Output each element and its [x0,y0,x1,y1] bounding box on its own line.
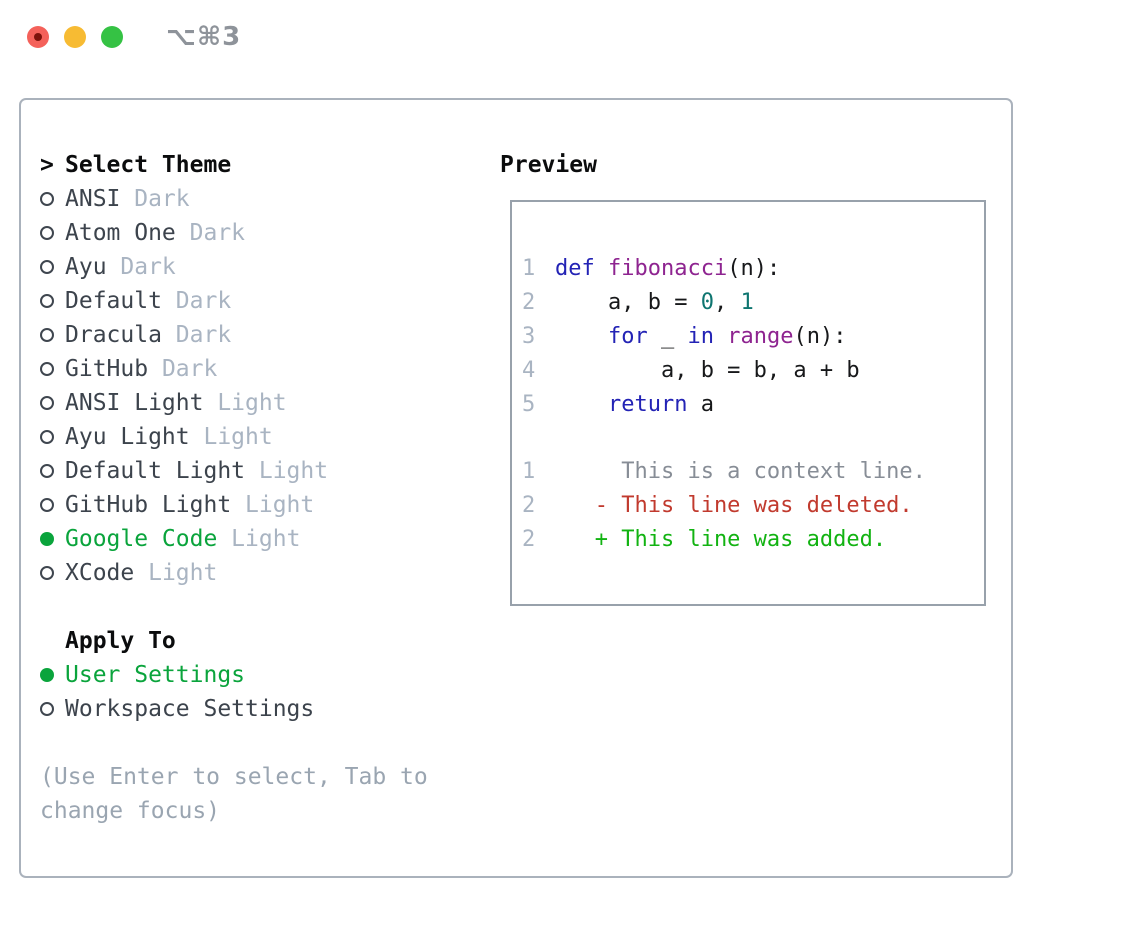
theme-option-xcode[interactable]: XCode Light [21,556,491,590]
theme-variant: Light [134,560,218,586]
theme-name: GitHub [65,356,149,382]
apply-option-user-settings[interactable]: User Settings [21,658,491,692]
line-number: 1 [522,458,536,484]
theme-option-ayu[interactable]: Ayu Dark [21,250,491,284]
apply-option-workspace-settings[interactable]: Workspace Settings [21,692,491,726]
theme-variant: Light [231,492,315,518]
theme-option-github-light[interactable]: GitHub Light Light [21,488,491,522]
radio-icon [40,328,54,342]
spacer [21,590,491,624]
minimize-button[interactable] [64,26,86,48]
theme-option-default-light[interactable]: Default Light Light [21,454,491,488]
line-number: 4 [522,357,536,383]
radio-icon [40,464,54,478]
theme-variant: Dark [175,220,246,246]
theme-variant: Dark [120,186,190,212]
line-number: 2 [522,492,536,518]
spacer [21,726,491,760]
radio-icon [40,396,54,410]
theme-name: Default Light [65,458,246,484]
radio-icon [40,226,54,240]
line-number: 2 [522,289,536,315]
prompt-icon: > [40,152,54,178]
code-line: 5 return a [522,391,714,417]
radio-selected-icon [40,668,54,682]
theme-option-google-code[interactable]: Google Code Light [21,522,491,556]
radio-icon [40,192,54,206]
spacer [522,421,984,454]
code-line: 3 for _ in range(n): [522,323,847,349]
line-number: 5 [522,391,536,417]
apply-option-label: User Settings [65,662,246,688]
select-theme-header-row: > Select Theme [21,148,491,182]
theme-name: Google Code [65,526,218,552]
theme-option-github[interactable]: GitHub Dark [21,352,491,386]
apply-to-header: Apply To [65,628,176,654]
code-line: 2 a, b = 0, 1 [522,289,754,315]
select-theme-header: Select Theme [65,152,232,178]
close-button[interactable] [27,26,49,48]
theme-option-atom-one[interactable]: Atom One Dark [21,216,491,250]
theme-name: XCode [65,560,135,586]
theme-variant: Light [245,458,329,484]
radio-icon [40,294,54,308]
apply-option-label: Workspace Settings [65,696,315,722]
theme-name: Atom One [65,220,176,246]
zoom-button[interactable] [101,26,123,48]
theme-variant: Light [217,526,301,552]
radio-icon [40,566,54,580]
theme-name: GitHub Light [65,492,232,518]
keyboard-hint: (Use Enter to select, Tab to change focu… [40,764,428,824]
theme-option-default[interactable]: Default Dark [21,284,491,318]
radio-icon [40,260,54,274]
radio-icon [40,498,54,512]
diff-line-ctx: 1 This is a context line. [522,458,926,484]
theme-variant: Dark [161,322,232,348]
theme-name: Ayu Light [65,424,190,450]
theme-option-dracula[interactable]: Dracula Dark [21,318,491,352]
line-number: 1 [522,255,536,281]
theme-option-ayu-light[interactable]: Ayu Light Light [21,420,491,454]
window-titlebar: ⌥⌘3 [0,0,1140,74]
diff-line-add: 2 + This line was added. [522,526,887,552]
theme-name: Dracula [65,322,162,348]
theme-variant: Dark [161,288,232,314]
radio-icon [40,430,54,444]
line-number: 3 [522,323,536,349]
theme-name: Ayu [65,254,107,280]
radio-icon [40,362,54,376]
theme-name: Default [65,288,162,314]
theme-variant: Light [203,390,287,416]
theme-variant: Dark [148,356,218,382]
window-title-shortcut: ⌥⌘3 [166,22,242,52]
theme-variant: Light [189,424,273,450]
line-number: 2 [522,526,536,552]
theme-variant: Dark [106,254,176,280]
code-line: 4 a, b = b, a + b [522,357,860,383]
theme-option-ansi[interactable]: ANSI Dark [21,182,491,216]
radio-icon [40,702,54,716]
theme-option-ansi-light[interactable]: ANSI Light Light [21,386,491,420]
theme-name: ANSI [65,186,121,212]
apply-to-header-row: Apply To [21,624,491,658]
radio-selected-icon [40,532,54,546]
preview-header: Preview [500,152,597,178]
diff-line-del: 2 - This line was deleted. [522,492,913,518]
theme-name: ANSI Light [65,390,204,416]
